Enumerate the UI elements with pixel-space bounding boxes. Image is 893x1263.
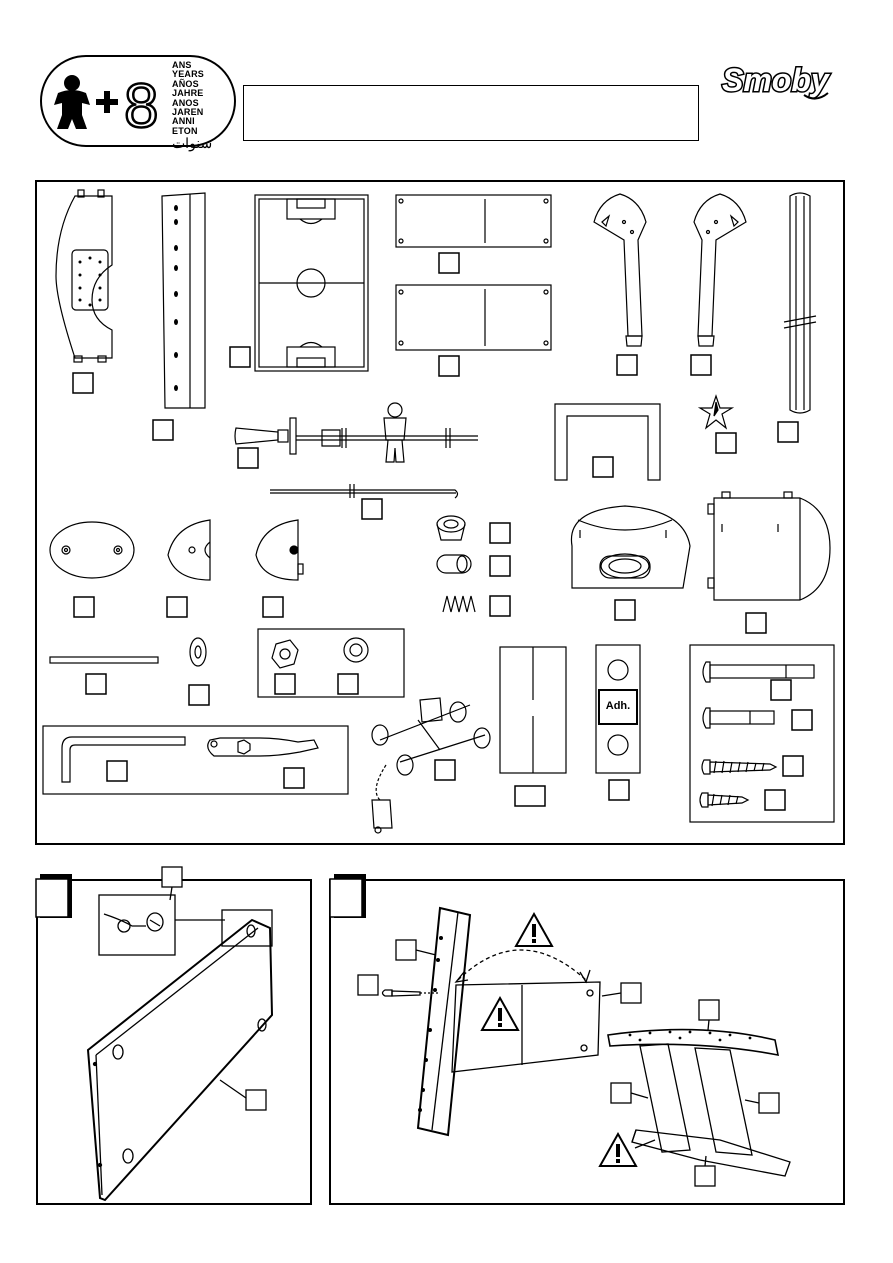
part-nut — [271, 639, 299, 669]
age-languages: ANS YEARS AÑOS JAHRE ANOS JAREN ANNI ETO… — [172, 60, 213, 152]
part-washer — [189, 637, 207, 667]
part-leg-left — [593, 193, 647, 347]
age-lang: JAHRE — [172, 88, 204, 99]
part-goal — [554, 403, 661, 481]
screw-long — [701, 759, 778, 775]
age-lang: ANS — [172, 60, 192, 70]
warning-icon — [514, 911, 554, 947]
part-cap — [436, 515, 466, 541]
nut-box — [257, 628, 405, 698]
part-panel-long — [395, 284, 552, 351]
tools-box — [42, 725, 349, 795]
age-lang: ANOS — [172, 97, 199, 108]
part-goal-end — [707, 491, 831, 601]
wrench — [207, 737, 319, 757]
part-half-plate-a — [167, 519, 211, 581]
star-icon — [697, 394, 735, 430]
brand-logo: Smoby — [721, 61, 833, 100]
part-pitch — [254, 194, 369, 372]
age-lang: سنوات — [172, 135, 213, 152]
age-lang: ANNI — [172, 116, 195, 127]
step-number-box-2 — [329, 874, 366, 918]
bolt-long — [702, 661, 815, 683]
plus-icon — [96, 91, 118, 113]
brand-text: Smoby — [722, 62, 831, 98]
step-frame-2 — [329, 879, 845, 1205]
part-spacer — [436, 554, 472, 574]
adhesive-sheet — [595, 644, 641, 774]
part-leg-right — [693, 193, 747, 347]
age-number: 8 — [124, 72, 158, 133]
age-lang: AÑOS — [172, 78, 199, 89]
age-lang: YEARS — [172, 69, 205, 80]
part-side-rail — [161, 192, 206, 409]
screw-short — [699, 792, 750, 808]
adhesive-label: Adh. — [605, 700, 631, 712]
part-panel-short — [395, 194, 552, 248]
age-lang: JAREN — [172, 107, 204, 118]
warning-icon — [480, 995, 520, 1031]
part-spring — [442, 595, 476, 613]
step-number-1 — [36, 879, 68, 917]
warning-icon — [598, 1131, 638, 1167]
child-icon: 8 — [54, 71, 160, 133]
part-oval-plate — [49, 521, 135, 579]
part-split-board — [499, 646, 567, 774]
bolt-short — [702, 707, 775, 729]
part-half-plate-b — [255, 519, 304, 581]
part-rod-assembly — [371, 697, 491, 834]
part-goal-box — [570, 505, 691, 589]
parts-list-frame — [35, 180, 845, 845]
part-thin-rod — [270, 484, 459, 499]
age-badge: 8 ANS YEARS AÑOS JAHRE ANOS JAREN ANNI E… — [40, 55, 236, 151]
allen-key — [61, 736, 186, 783]
title-box — [243, 85, 699, 141]
step-number-box-1 — [35, 874, 72, 918]
part-tube — [783, 192, 817, 414]
part-bar — [49, 656, 159, 664]
part-end-wall — [55, 189, 113, 363]
part-ring — [343, 637, 369, 663]
step-number-2 — [330, 879, 362, 917]
screws-box — [689, 644, 835, 823]
part-player-rod — [234, 402, 478, 463]
part-labels — [72, 252, 813, 811]
age-lang: ETON — [172, 125, 198, 136]
